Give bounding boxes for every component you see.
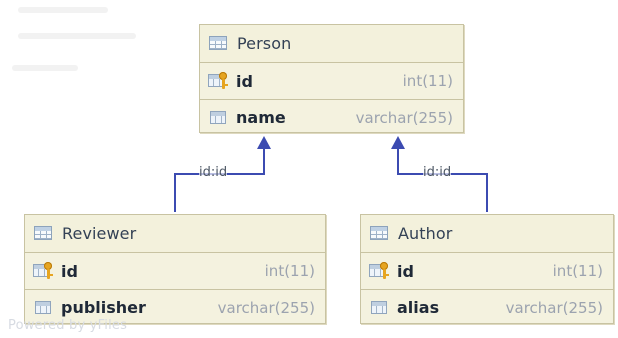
table-person-field-name[interactable]: name varchar(255) — [200, 99, 463, 135]
field-name: name — [236, 108, 286, 127]
table-reviewer-field-id[interactable]: id int(11) — [25, 253, 325, 289]
table-icon — [208, 35, 230, 53]
column-icon — [33, 299, 55, 317]
table-reviewer-header: Reviewer — [25, 215, 325, 253]
column-icon — [369, 299, 391, 317]
relationship-label-right: id:id — [423, 165, 452, 180]
field-name: id — [236, 71, 253, 91]
table-person-field-id[interactable]: id int(11) — [200, 63, 463, 99]
field-type: int(11) — [264, 262, 315, 280]
table-reviewer[interactable]: Reviewer id int(11) publisher varchar(25… — [24, 214, 326, 324]
field-name: id — [61, 261, 78, 281]
field-type: int(11) — [402, 72, 453, 90]
column-icon — [208, 109, 230, 127]
table-icon — [33, 225, 55, 243]
table-author-field-alias[interactable]: alias varchar(255) — [361, 289, 613, 325]
table-icon — [369, 225, 391, 243]
faint-background-line — [18, 33, 136, 39]
table-person-header: Person — [200, 25, 463, 63]
faint-background-line — [12, 65, 78, 71]
primary-key-icon — [208, 72, 230, 90]
field-type: varchar(255) — [355, 108, 453, 127]
table-reviewer-title: Reviewer — [62, 224, 137, 243]
field-name: alias — [397, 298, 440, 317]
field-name: publisher — [61, 298, 146, 317]
field-type: int(11) — [552, 262, 603, 280]
table-person-title: Person — [237, 34, 292, 53]
primary-key-icon — [369, 262, 391, 280]
table-author-title: Author — [398, 224, 453, 243]
powered-by-watermark: Powered by yFiles — [8, 318, 128, 333]
table-author-header: Author — [361, 215, 613, 253]
table-person[interactable]: Person id int(11) name varchar(255) — [199, 24, 464, 133]
table-author-field-id[interactable]: id int(11) — [361, 253, 613, 289]
primary-key-icon — [33, 262, 55, 280]
relationship-label-left: id:id — [199, 165, 228, 180]
field-type: varchar(255) — [505, 298, 603, 317]
reviewer-to-person-connector — [174, 149, 265, 212]
faint-background-line — [18, 7, 108, 13]
person-arrowhead-right — [391, 136, 405, 149]
person-arrowhead-left — [257, 136, 271, 149]
field-name: id — [397, 261, 414, 281]
field-type: varchar(255) — [217, 298, 315, 317]
table-author[interactable]: Author id int(11) alias varchar(255) — [360, 214, 614, 324]
author-to-person-connector — [397, 149, 488, 212]
table-reviewer-field-publisher[interactable]: publisher varchar(255) — [25, 289, 325, 325]
